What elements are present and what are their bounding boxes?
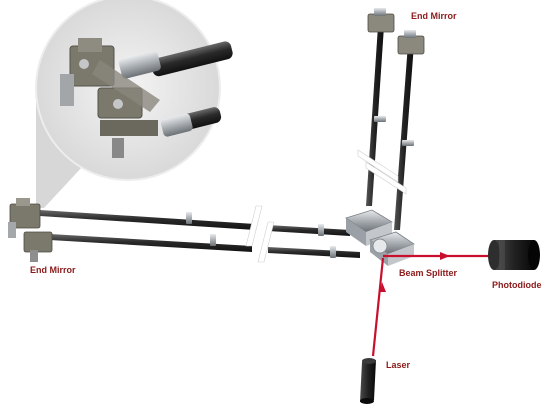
left-end-mirror-mounts [8, 198, 53, 262]
zoom-inset [35, 0, 233, 181]
laser-label: Laser [386, 360, 411, 370]
laser-cylinder [360, 358, 376, 404]
horizontal-arm [40, 205, 360, 263]
laser-beam [371, 252, 494, 357]
vertical-arm [357, 26, 414, 230]
photodiode-cylinder [488, 240, 540, 270]
photodiode-label: Photodiode [492, 280, 542, 290]
end-mirror-left-label: End Mirror [30, 265, 76, 275]
beam-splitter-label: Beam Splitter [399, 268, 458, 278]
end-mirror-top-label: End Mirror [411, 11, 457, 21]
top-end-mirror-mounts [367, 8, 425, 55]
